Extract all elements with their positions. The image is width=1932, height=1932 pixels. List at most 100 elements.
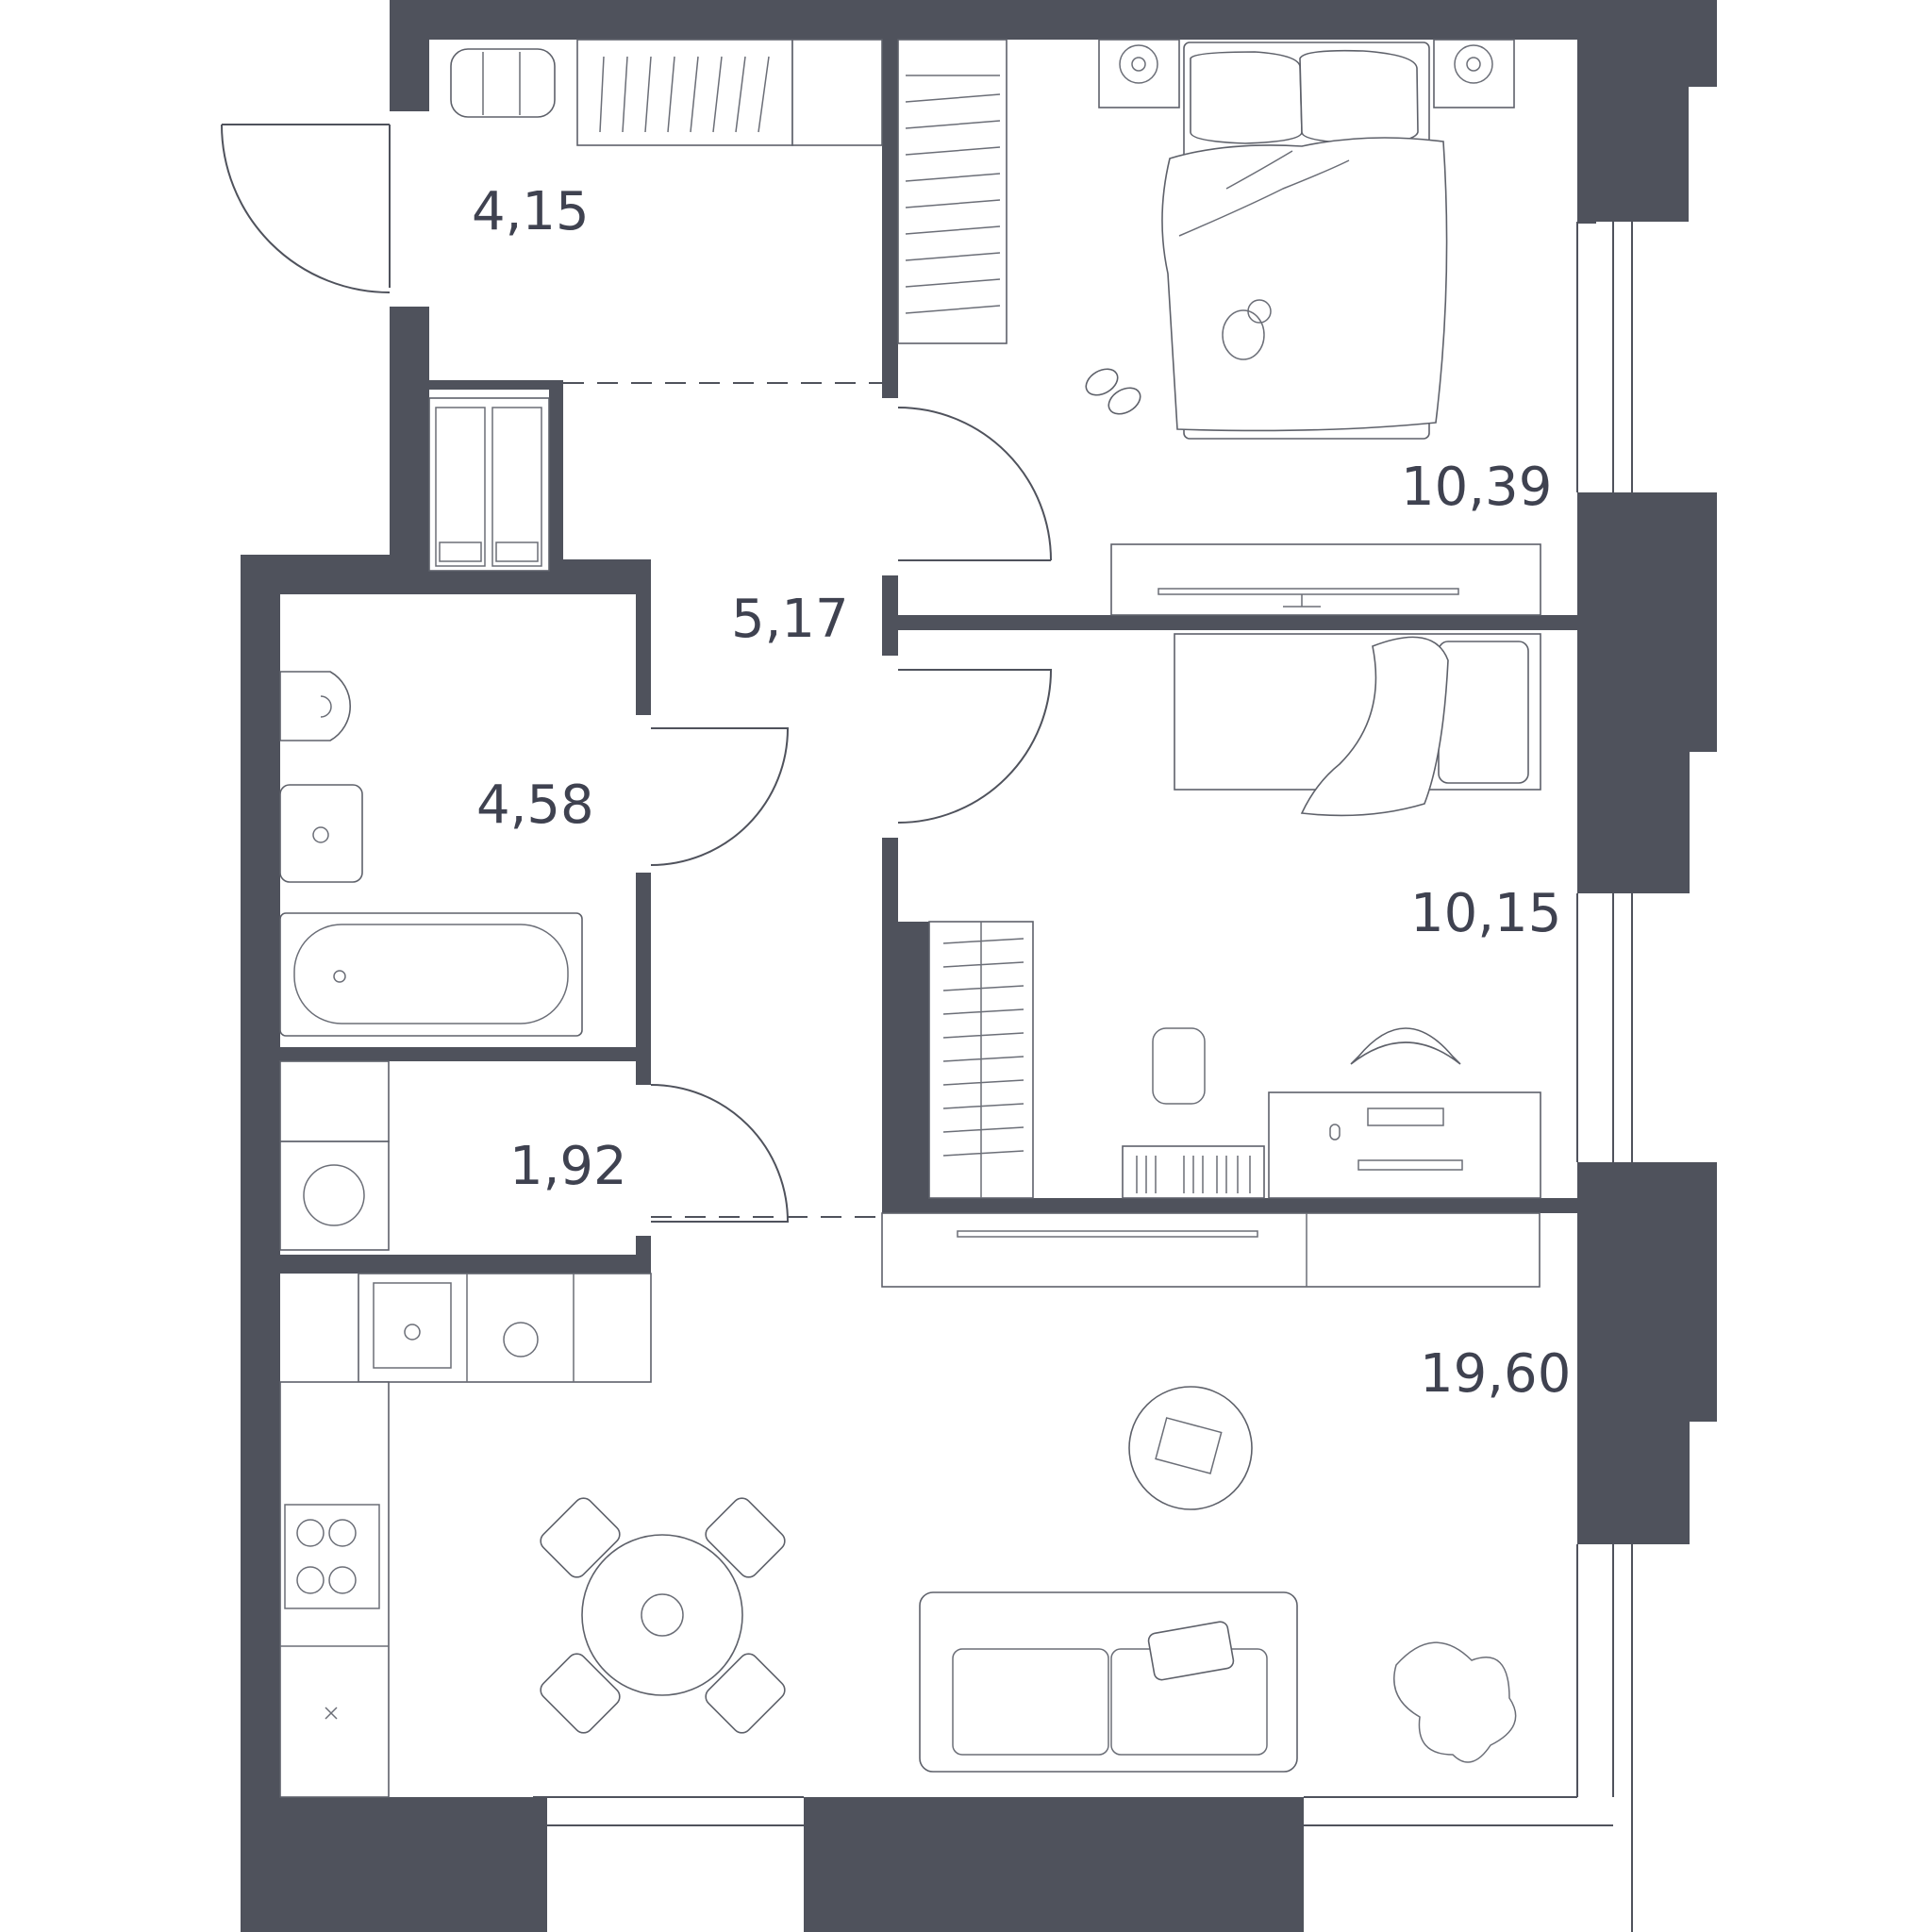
wall-bath-bottom: [280, 1047, 651, 1061]
dining-chair-tr: [705, 1497, 786, 1578]
wall-bedroom2-bottom: [882, 1198, 1577, 1213]
bathroom-door: [650, 727, 790, 866]
wall-closet-bottom: [429, 380, 563, 390]
windows: [381, 87, 1690, 1932]
cat-head: [1247, 299, 1272, 324]
wall-entry-left: [390, 307, 429, 557]
bathtub-drain-icon: [333, 970, 346, 983]
desk: [1268, 1091, 1541, 1199]
monitor-icon: [1357, 1159, 1463, 1171]
washing-machine: [279, 1141, 390, 1251]
nightstand-right: [1433, 39, 1515, 108]
living-furniture: [279, 1212, 1541, 1798]
bedroom2-furniture: [928, 633, 1541, 1199]
plant-icon: [1393, 1641, 1517, 1763]
table-flowers-icon: [641, 1593, 684, 1637]
corridor-closet-left: [435, 407, 486, 567]
walls: [241, 0, 1717, 1932]
area-label-laundry: 1,92: [509, 1136, 627, 1197]
entry-wardrobe-hangers: [599, 56, 770, 133]
laundry-shelf: [279, 1060, 390, 1142]
washing-machine-drum-icon: [303, 1164, 365, 1226]
cat-icon: [1222, 309, 1265, 360]
sofa-cushion: [1147, 1621, 1235, 1681]
wall-top-left-stub: [390, 0, 429, 111]
dishwasher-icon: [503, 1322, 539, 1357]
coffee-table: [1128, 1386, 1253, 1510]
wall-right-pier-5: [1577, 1422, 1689, 1544]
dining-table: [581, 1534, 743, 1696]
lamp-right-core: [1466, 57, 1481, 72]
duvet-fold: [1178, 150, 1350, 237]
bedroom1-door: [897, 407, 1052, 561]
single-bed-pillow: [1438, 641, 1529, 784]
wall-closet-right: [549, 380, 563, 578]
corridor-closet-drawer-r: [495, 541, 539, 562]
wall-bedroom1-left: [882, 40, 898, 398]
wall-top: [390, 0, 1717, 40]
wall-bath-right-2: [636, 873, 651, 1061]
bathtub-inner: [293, 924, 569, 1024]
wall-laundry-right: [636, 1047, 651, 1085]
bedroom1-wardrobe: [897, 39, 1008, 344]
wall-bottom-mid-pier: [804, 1797, 1304, 1932]
kitchen-divider: [466, 1274, 575, 1382]
lamp-right-icon: [1454, 44, 1493, 84]
bedroom1-wardrobe-hangers: [905, 75, 1001, 314]
area-label-entrance-hall: 4,15: [472, 181, 590, 242]
area-labels: 4,15 5,17 4,58 1,92 10,39 10,15 19,60: [472, 181, 1571, 1405]
duvet: [1161, 137, 1448, 432]
bedroom1-tv: [1158, 588, 1459, 595]
sink-cabinet: [279, 784, 363, 883]
wall-right-upper: [1577, 40, 1596, 224]
nightstand-left: [1098, 39, 1180, 108]
bath-furniture: [279, 671, 583, 1251]
magazines-icon: [1155, 1417, 1223, 1474]
single-bed-blanket: [1300, 636, 1449, 817]
window-frame-right-outer: [1678, 87, 1690, 1544]
wall-right-pier-2: [1577, 492, 1717, 752]
window-bedroom2: [1576, 893, 1633, 1162]
slipper-left: [1085, 368, 1119, 396]
bathtub: [279, 912, 583, 1037]
kitchen-counter-left: [279, 1381, 390, 1798]
keyboard-icon: [1367, 1108, 1444, 1126]
entry-bench: [450, 48, 556, 118]
toilet-seat: [320, 695, 332, 718]
laundry-door: [650, 1084, 790, 1223]
doors: [221, 124, 1053, 1223]
bedroom1-tv-base: [1283, 594, 1321, 608]
pillow-right: [1299, 49, 1419, 144]
area-label-bathroom: 4,58: [476, 774, 594, 836]
area-label-corridor: 5,17: [731, 589, 849, 650]
sink-drain-icon: [312, 826, 329, 843]
window-living-right: [1576, 1544, 1633, 1932]
dining-chair-bl: [540, 1653, 621, 1734]
living-tv-stand: [881, 1212, 1541, 1288]
kitchen-sink-drain: [404, 1324, 421, 1341]
pillow-left: [1190, 51, 1303, 144]
window-bedroom1: [1576, 222, 1633, 492]
area-label-kitchen-living-room: 19,60: [1420, 1343, 1571, 1405]
wall-left: [241, 555, 280, 1805]
mouse-icon: [1329, 1124, 1341, 1141]
corridor-closet-right: [491, 407, 542, 567]
entrance-furniture: [428, 39, 883, 572]
fridge-icon: [280, 1645, 389, 1720]
wall-laundry-right-low: [636, 1236, 651, 1274]
corridor-closet: [428, 397, 550, 572]
kitchen-counter-top: [358, 1273, 652, 1383]
wall-right-pier-3: [1577, 752, 1689, 893]
wall-bedroom2-closet: [882, 922, 929, 1209]
living-tv: [957, 1230, 1258, 1238]
dining-chair-br: [705, 1653, 786, 1734]
window-living-bottom-left: [381, 1796, 804, 1932]
wall-bedrooms-divider: [882, 615, 1577, 630]
entry-shelf: [791, 39, 883, 146]
kitchen-sink-icon: [373, 1282, 452, 1369]
books: [1136, 1156, 1251, 1193]
burner-2: [328, 1519, 357, 1547]
wall-bath-right-1: [636, 559, 651, 715]
entry-bench-seams: [482, 52, 521, 115]
